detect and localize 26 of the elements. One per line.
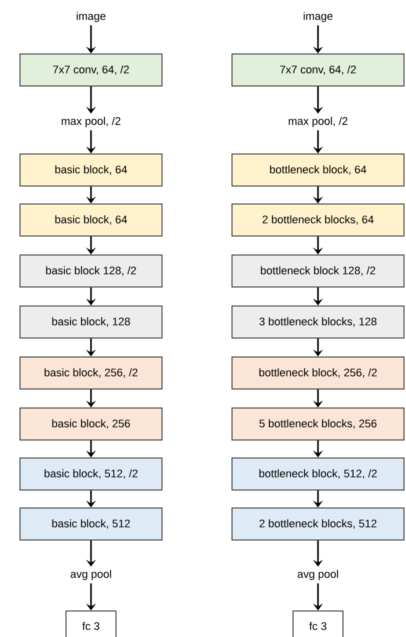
- layer-label: max pool, /2: [62, 116, 120, 128]
- layer-box: basic block, 128: [20, 306, 162, 338]
- output-box: fc 3: [66, 610, 116, 637]
- layer-box: basic block, 256: [20, 408, 162, 440]
- layer-box: 7x7 conv, 64, /2: [232, 54, 404, 86]
- layer-box: bottleneck block, 256, /2: [232, 356, 404, 390]
- layer-box: bottleneck block 128, /2: [232, 254, 404, 288]
- layer-label: image: [304, 12, 332, 22]
- layer-label: max pool, /2: [288, 116, 348, 128]
- layer-box: 3 bottleneck blocks, 128: [232, 306, 404, 338]
- layer-label: image: [76, 12, 106, 22]
- layer-box: 2 bottleneck blocks, 512: [232, 508, 404, 540]
- layer-box: basic block, 64: [20, 154, 162, 186]
- layer-box: basic block 128, /2: [20, 254, 162, 288]
- layer-box: 5 bottleneck blocks, 256: [232, 408, 404, 440]
- layer-box: bottleneck block, 512, /2: [232, 458, 404, 490]
- layer-box: bottleneck block, 64: [232, 154, 404, 186]
- layer-box: basic block, 256, /2: [20, 356, 162, 390]
- output-box: fc 3: [292, 610, 344, 637]
- layer-box: basic block, 64: [20, 204, 162, 236]
- layer-box: basic block, 512, /2: [20, 458, 162, 490]
- layer-box: 2 bottleneck blocks, 64: [232, 204, 404, 236]
- layer-label: avg pool: [70, 570, 112, 580]
- layer-box: basic block, 512: [20, 508, 162, 540]
- layer-label: avg pool: [298, 570, 338, 580]
- layer-box: 7x7 conv, 64, /2: [20, 54, 162, 86]
